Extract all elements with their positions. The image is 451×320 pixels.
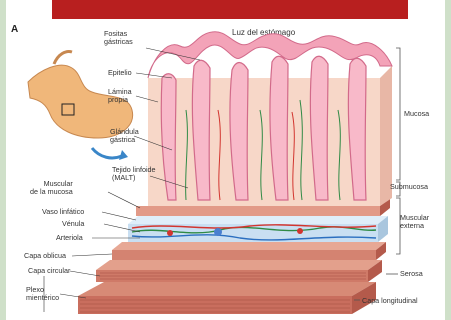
label-fositas-gastricas: Fositas gástricas — [104, 30, 133, 46]
label-submucosa: Submucosa — [390, 183, 428, 191]
label-muscular-externa: Muscular externa — [400, 214, 429, 230]
label-serosa: Serosa — [400, 270, 423, 278]
label-vaso-linfatico: Vaso linfático — [42, 208, 84, 216]
zoom-arrowhead — [119, 150, 128, 160]
label-capa-circular: Capa circular — [28, 267, 70, 275]
zoom-arrow — [92, 148, 122, 158]
muscularis-externa — [78, 242, 386, 314]
label-plexo-mienterico: Plexo mientérico — [26, 286, 59, 302]
label-glandula-gastrica: Glándula gástrica — [110, 128, 139, 144]
label-arteriola: Arteriola — [56, 234, 83, 242]
label-lamina-propia: Lámina propia — [108, 88, 132, 104]
label-capa-longitudinal: Capa longitudinal — [362, 297, 418, 305]
label-mucosa: Mucosa — [404, 110, 429, 118]
label-venula: Vénula — [62, 220, 84, 228]
label-capa-oblicua: Capa oblicua — [24, 252, 66, 260]
mucosa — [148, 32, 392, 206]
label-tejido-linfoide: Tejido linfoide (MALT) — [112, 166, 156, 182]
label-muscular-mucosa: Muscular de la mucosa — [30, 180, 73, 196]
label-epitelio: Epitelio — [108, 69, 132, 77]
submucosa — [128, 216, 388, 242]
